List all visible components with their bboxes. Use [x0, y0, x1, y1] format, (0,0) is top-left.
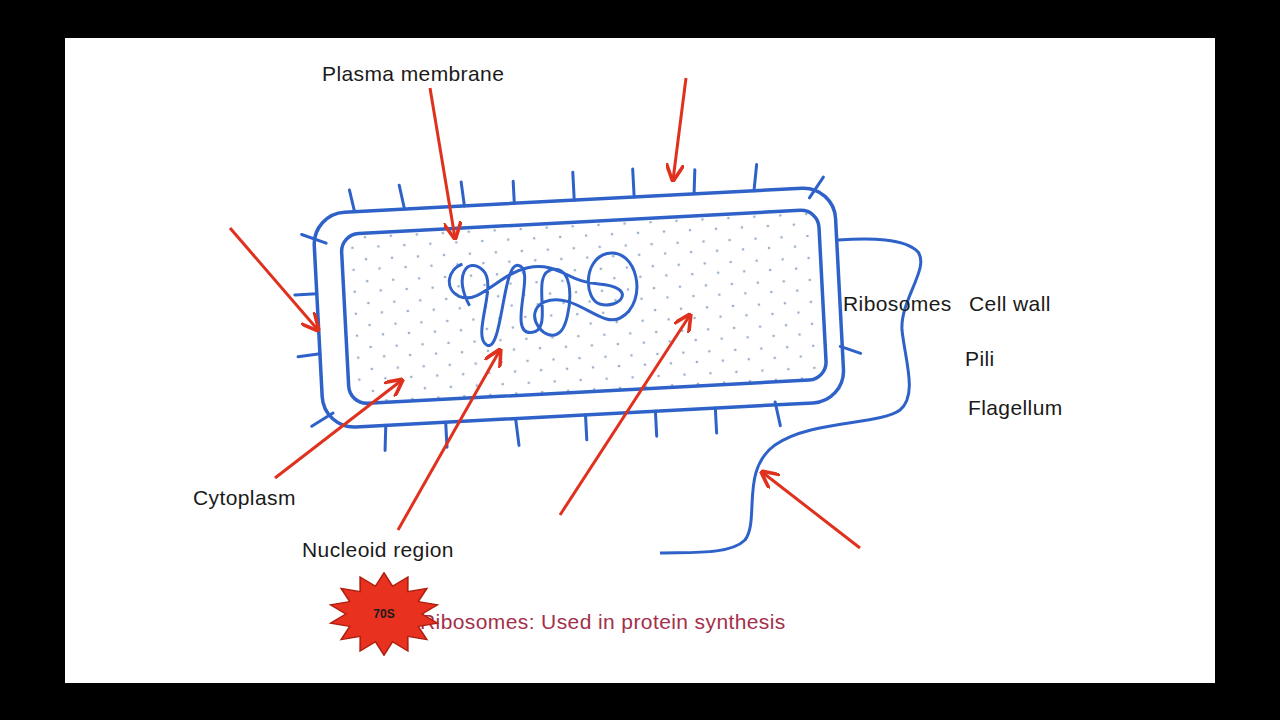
part-label: Cytoplasm [193, 486, 296, 509]
starburst-badge: 70S [328, 572, 440, 656]
badge-text: 70S [328, 572, 440, 656]
part-label: Flagellum [968, 396, 1063, 419]
part-label: Plasma membrane [322, 62, 504, 85]
note-text: Ribosomes: Used in protein synthesis [420, 610, 786, 633]
flagellum [660, 239, 921, 553]
part-label: Nucleoid region [302, 538, 454, 561]
part-label: Pili [965, 347, 995, 370]
part-label: Cell wall [969, 292, 1051, 315]
part-label: Ribosomes [843, 292, 952, 315]
cell-body [289, 158, 864, 457]
leader-arrows [230, 78, 860, 548]
pili [289, 158, 864, 457]
